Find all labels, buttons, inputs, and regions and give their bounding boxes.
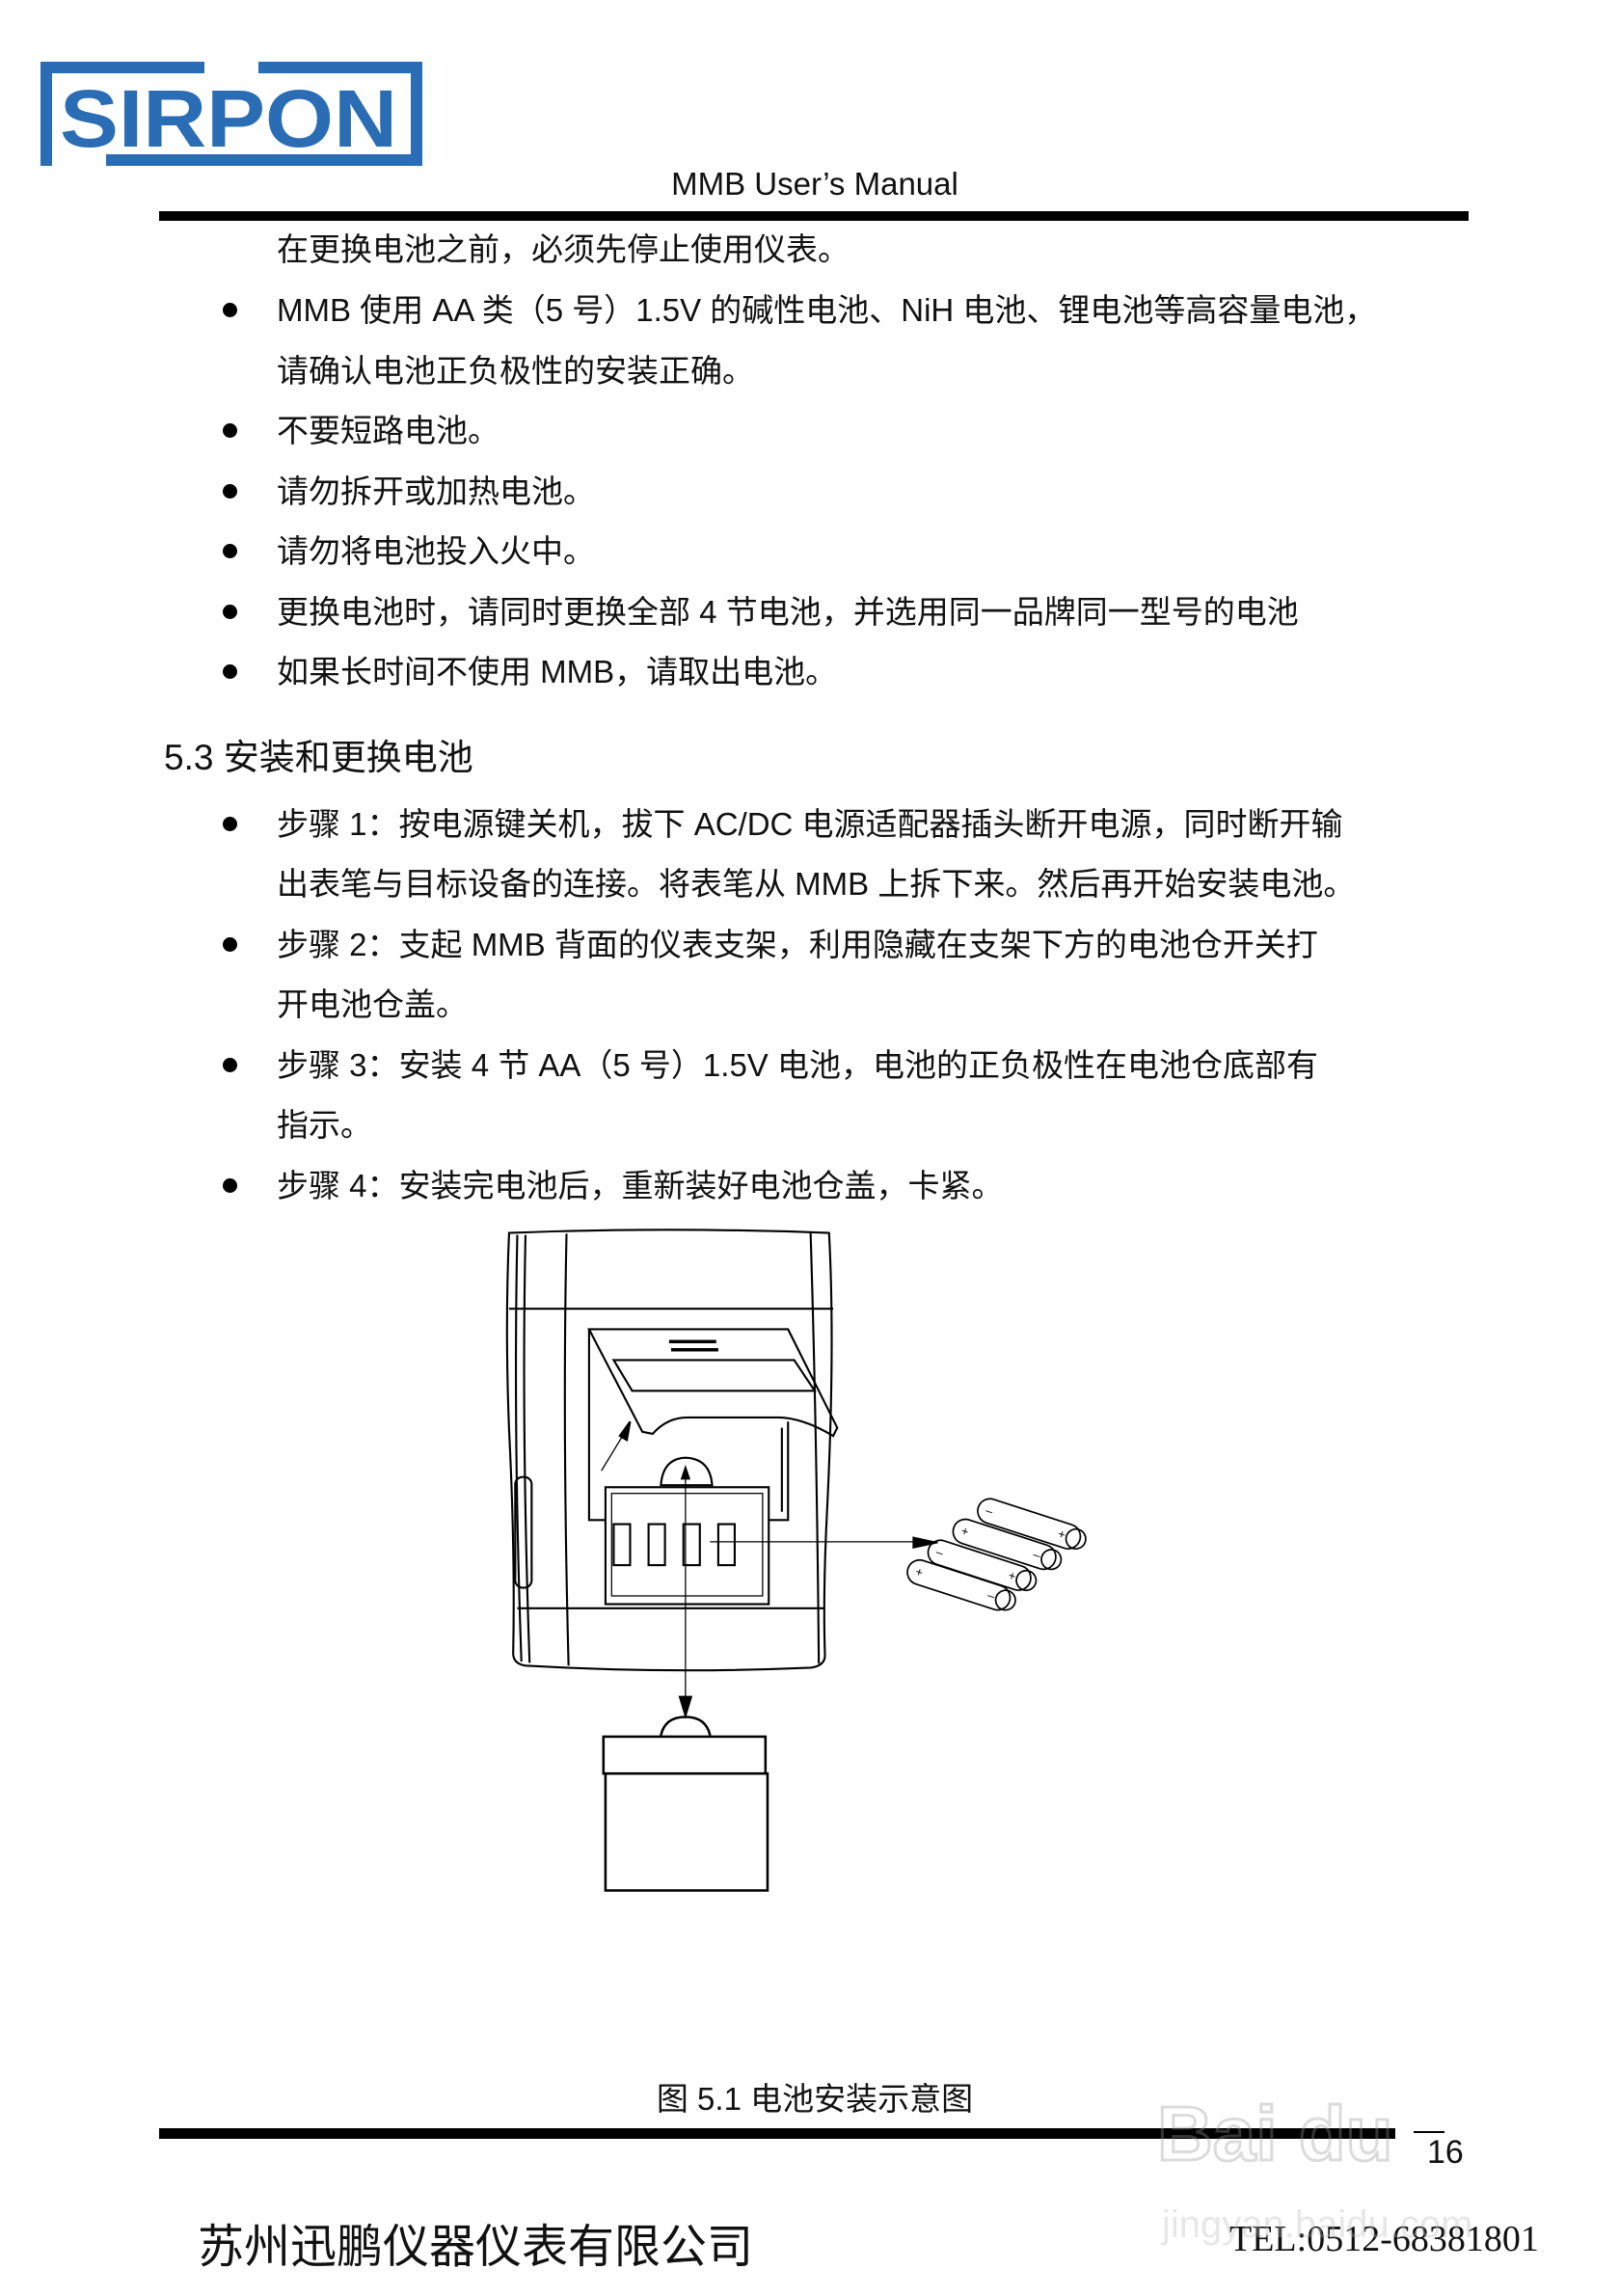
bullet-icon — [223, 303, 237, 317]
svg-text:jingyan.baidu.com: jingyan.baidu.com — [1161, 2203, 1472, 2246]
bullet-line: 更换电池时，请同时更换全部 4 节电池，并选用同一品牌同一型号的电池 — [277, 594, 1299, 630]
bullet-icon — [223, 1178, 237, 1193]
step-line: 步骤 4：安装完电池后，重新装好电池仓盖，卡紧。 — [277, 1168, 1004, 1203]
battery-installation-figure: –+ +– –+ +– — [505, 1229, 1087, 1892]
bullet-icon — [223, 423, 237, 438]
bullet-line: 请勿将电池投入火中。 — [277, 533, 595, 569]
svg-text:–: – — [984, 1502, 995, 1519]
bullet-icon — [223, 605, 237, 619]
step-line: 步骤 2：支起 MMB 背面的仪表支架，利用隐藏在支架下方的电池仓开关打 — [277, 927, 1318, 962]
aa-batteries: –+ +– –+ +– — [906, 1498, 1087, 1611]
svg-text:+: + — [1056, 1526, 1067, 1543]
arrows — [678, 1464, 938, 1719]
svg-text:–: – — [934, 1544, 946, 1560]
device-body — [505, 1229, 834, 1672]
step-line: 指示。 — [277, 1107, 372, 1143]
header-divider — [159, 211, 1469, 221]
svg-text:Bai du: Bai du — [1157, 2091, 1392, 2176]
bullet-icon — [223, 544, 237, 558]
battery-cover — [587, 1328, 839, 1522]
intro-line: 在更换电池之前，必须先停止使用仪表。 — [277, 231, 850, 267]
bullet-line: 不要短路电池。 — [277, 413, 499, 448]
bullet-line: 请确认电池正负极性的安装正确。 — [277, 353, 754, 389]
section-heading: 5.3 安装和更换电池 — [164, 738, 473, 777]
bullet-icon — [223, 664, 237, 679]
sirpon-logo: SIRPON — [40, 62, 422, 166]
bullet-icon — [223, 1058, 237, 1072]
page-number: 16 — [1427, 2134, 1464, 2171]
page-number-tick — [1414, 2131, 1444, 2133]
svg-text:SIRPON: SIRPON — [60, 73, 397, 164]
step-line: 步骤 1：按电源键关机，拔下 AC/DC 电源适配器插头断开电源，同时断开输 — [277, 806, 1343, 842]
step-line: 出表笔与目标设备的连接。将表笔从 MMB 上拆下来。然后再开始安装电池。 — [277, 866, 1356, 902]
bullet-icon — [223, 817, 237, 831]
svg-text:+: + — [959, 1524, 971, 1540]
bullet-line: 请勿拆开或加热电池。 — [277, 473, 595, 509]
battery-compartment — [604, 1456, 770, 1606]
bullet-line: 如果长时间不使用 MMB，请取出电池。 — [277, 654, 838, 689]
bullet-line: MMB 使用 AA 类（5 号）1.5V 的碱性电池、NiH 电池、锂电池等高容… — [277, 292, 1377, 328]
step-line: 开电池仓盖。 — [277, 986, 468, 1022]
svg-text:+: + — [913, 1564, 925, 1580]
svg-text:+: + — [1007, 1568, 1018, 1584]
footer-divider — [159, 2128, 1395, 2139]
header-title: MMB User’s Manual — [671, 166, 958, 202]
company-name: 苏州迅鹏仪器仪表有限公司 — [198, 2220, 754, 2274]
figure-caption: 图 5.1 电池安装示意图 — [656, 2081, 974, 2117]
bullet-icon — [223, 937, 237, 952]
bullet-icon — [223, 484, 237, 499]
telephone: TEL:0512-68381801 — [1229, 2219, 1539, 2259]
baidu-watermark: Bai du jingyan.baidu.com — [1156, 2090, 1473, 2247]
step-line: 步骤 3：安装 4 节 AA（5 号）1.5V 电池，电池的正负极性在电池仓底部… — [277, 1047, 1318, 1083]
stand-base — [602, 1715, 769, 1892]
